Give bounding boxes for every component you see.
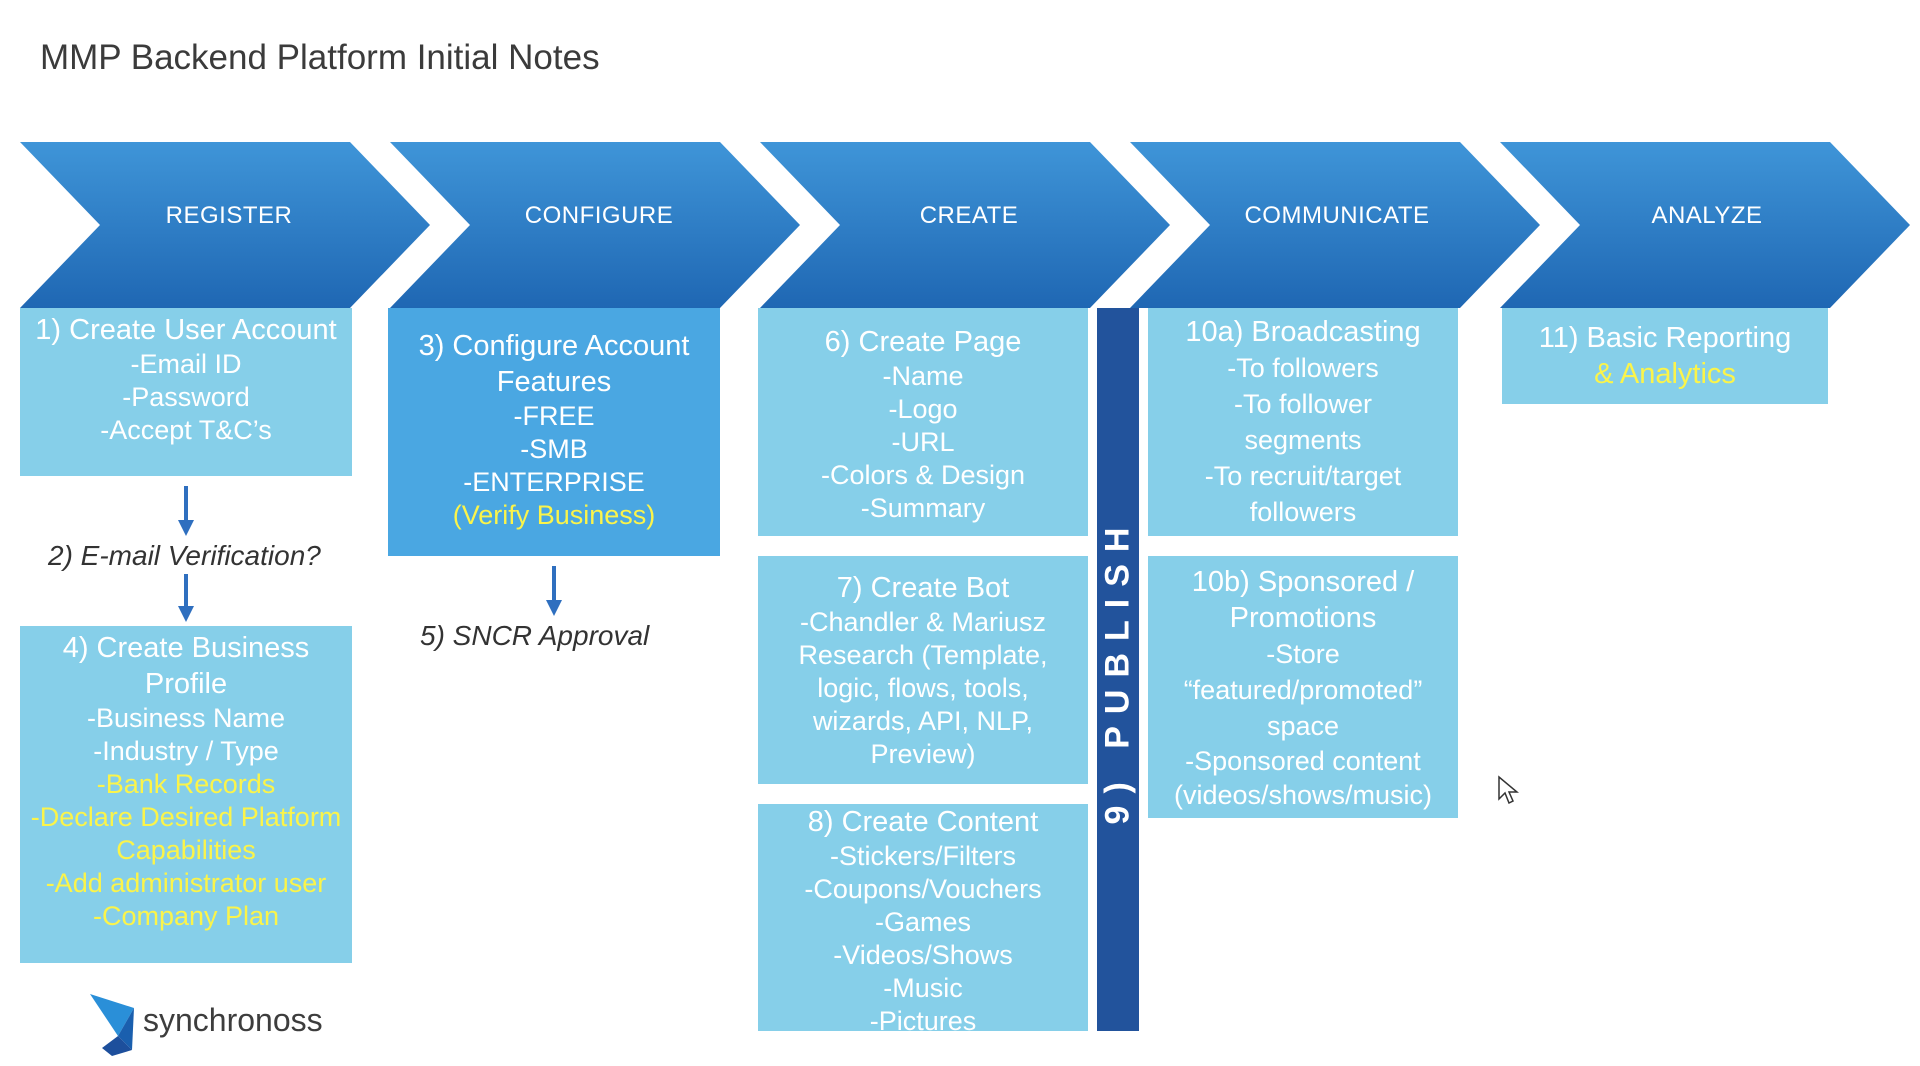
create-business-heading: 4) Create Business Profile: [62, 632, 310, 700]
sponsored-promotions-box: 10b) Sponsored / Promotions -Store “feat…: [1148, 556, 1458, 818]
publish-label: 9) PUBLISH: [1098, 515, 1137, 824]
synchronoss-logo-icon: [90, 994, 134, 1056]
create-business-highlight-item: -Bank Records: [96, 769, 276, 799]
verify-business-note: (Verify Business): [452, 500, 656, 530]
configure-account-box: 3) Configure Account Features -FREE -SMB…: [388, 308, 720, 556]
create-bot-body: -Chandler & Mariusz Research (Template, …: [798, 607, 1048, 769]
configure-account-item: -SMB: [520, 434, 588, 464]
create-content-item: -Games: [874, 907, 972, 937]
create-page-item: -Name: [882, 361, 964, 391]
create-business-highlight-item: -Company Plan: [92, 901, 280, 931]
broadcasting-heading: 10a) Broadcasting: [1185, 316, 1421, 348]
sponsored-heading: 10b) Sponsored / Promotions: [1191, 566, 1415, 634]
chevron-register: [20, 142, 430, 308]
configure-account-item: -ENTERPRISE: [463, 467, 645, 497]
create-page-item: -URL: [891, 427, 955, 457]
create-content-item: -Videos/Shows: [833, 940, 1013, 970]
configure-account-item: -FREE: [513, 401, 595, 431]
create-user-item: -Password: [122, 382, 250, 412]
mouse-cursor-icon: [1498, 775, 1519, 805]
chevron-communicate: [1130, 142, 1540, 308]
broadcasting-box: 10a) Broadcasting -To followers -To foll…: [1148, 308, 1458, 536]
chevron-configure: [390, 142, 800, 308]
reporting-highlight: & Analytics: [1594, 358, 1736, 390]
publish-bar: 9) PUBLISH: [1097, 308, 1139, 1031]
process-chevrons: [20, 142, 1910, 308]
sncr-approval-note: 5) SNCR Approval: [420, 620, 650, 651]
create-user-item: -Accept T&C’s: [100, 415, 272, 445]
create-page-item: -Colors & Design: [820, 460, 1026, 490]
create-page-box: 6) Create Page -Name -Logo -URL -Colors …: [758, 308, 1088, 536]
reporting-heading: 11) Basic Reporting: [1538, 322, 1792, 354]
sponsored-item: -Store “featured/promoted” space: [1183, 639, 1423, 741]
create-page-item: -Summary: [860, 493, 986, 523]
synchronoss-logo-text: synchronoss: [143, 1002, 323, 1038]
chevron-create: [760, 142, 1170, 308]
create-business-profile-box: 4) Create Business Profile -Business Nam…: [20, 626, 352, 963]
create-user-account-box: 1) Create User Account -Email ID -Passwo…: [20, 308, 352, 476]
create-business-item: -Business Name: [86, 703, 286, 733]
create-content-item: -Pictures: [869, 1006, 977, 1036]
create-bot-heading: 7) Create Bot: [836, 572, 1010, 604]
stage-label-configure: CONFIGURE: [524, 202, 674, 229]
stage-label-communicate: COMMUNICATE: [1244, 202, 1430, 229]
email-verification-note: 2) E-mail Verification?: [48, 540, 321, 571]
create-business-highlight-item: -Add administrator user: [45, 868, 327, 898]
stage-label-register: REGISTER: [165, 202, 293, 229]
create-content-heading: 8) Create Content: [807, 806, 1039, 838]
create-content-item: -Music: [883, 973, 963, 1003]
down-arrow-icon: [178, 574, 194, 622]
stage-label-create: CREATE: [919, 202, 1019, 229]
create-user-item: -Email ID: [130, 349, 242, 379]
broadcasting-item: -To follower segments: [1233, 389, 1373, 455]
create-page-item: -Logo: [888, 394, 958, 424]
create-business-item: -Industry / Type: [93, 736, 279, 766]
create-user-heading: 1) Create User Account: [35, 314, 337, 346]
create-bot-box: 7) Create Bot -Chandler & Mariusz Resear…: [758, 556, 1088, 784]
chevron-analyze: [1500, 142, 1910, 308]
down-arrow-icon: [178, 486, 194, 536]
sponsored-item: -Sponsored content (videos/shows/music): [1173, 746, 1433, 810]
down-arrow-icon: [546, 566, 562, 616]
create-business-highlight-item: -Declare Desired Platform Capabilities: [30, 802, 342, 865]
broadcasting-item: -To followers: [1227, 353, 1379, 383]
configure-account-heading: 3) Configure Account Features: [418, 330, 690, 398]
create-content-item: -Stickers/Filters: [829, 841, 1016, 871]
create-content-item: -Coupons/Vouchers: [804, 874, 1042, 904]
basic-reporting-box: 11) Basic Reporting & Analytics: [1502, 308, 1828, 404]
stage-label-analyze: ANALYZE: [1651, 202, 1763, 229]
broadcasting-item: -To recruit/target followers: [1204, 461, 1402, 527]
create-content-box: 8) Create Content -Stickers/Filters -Cou…: [758, 804, 1088, 1036]
create-page-heading: 6) Create Page: [824, 326, 1022, 358]
page-title: MMP Backend Platform Initial Notes: [40, 38, 600, 77]
